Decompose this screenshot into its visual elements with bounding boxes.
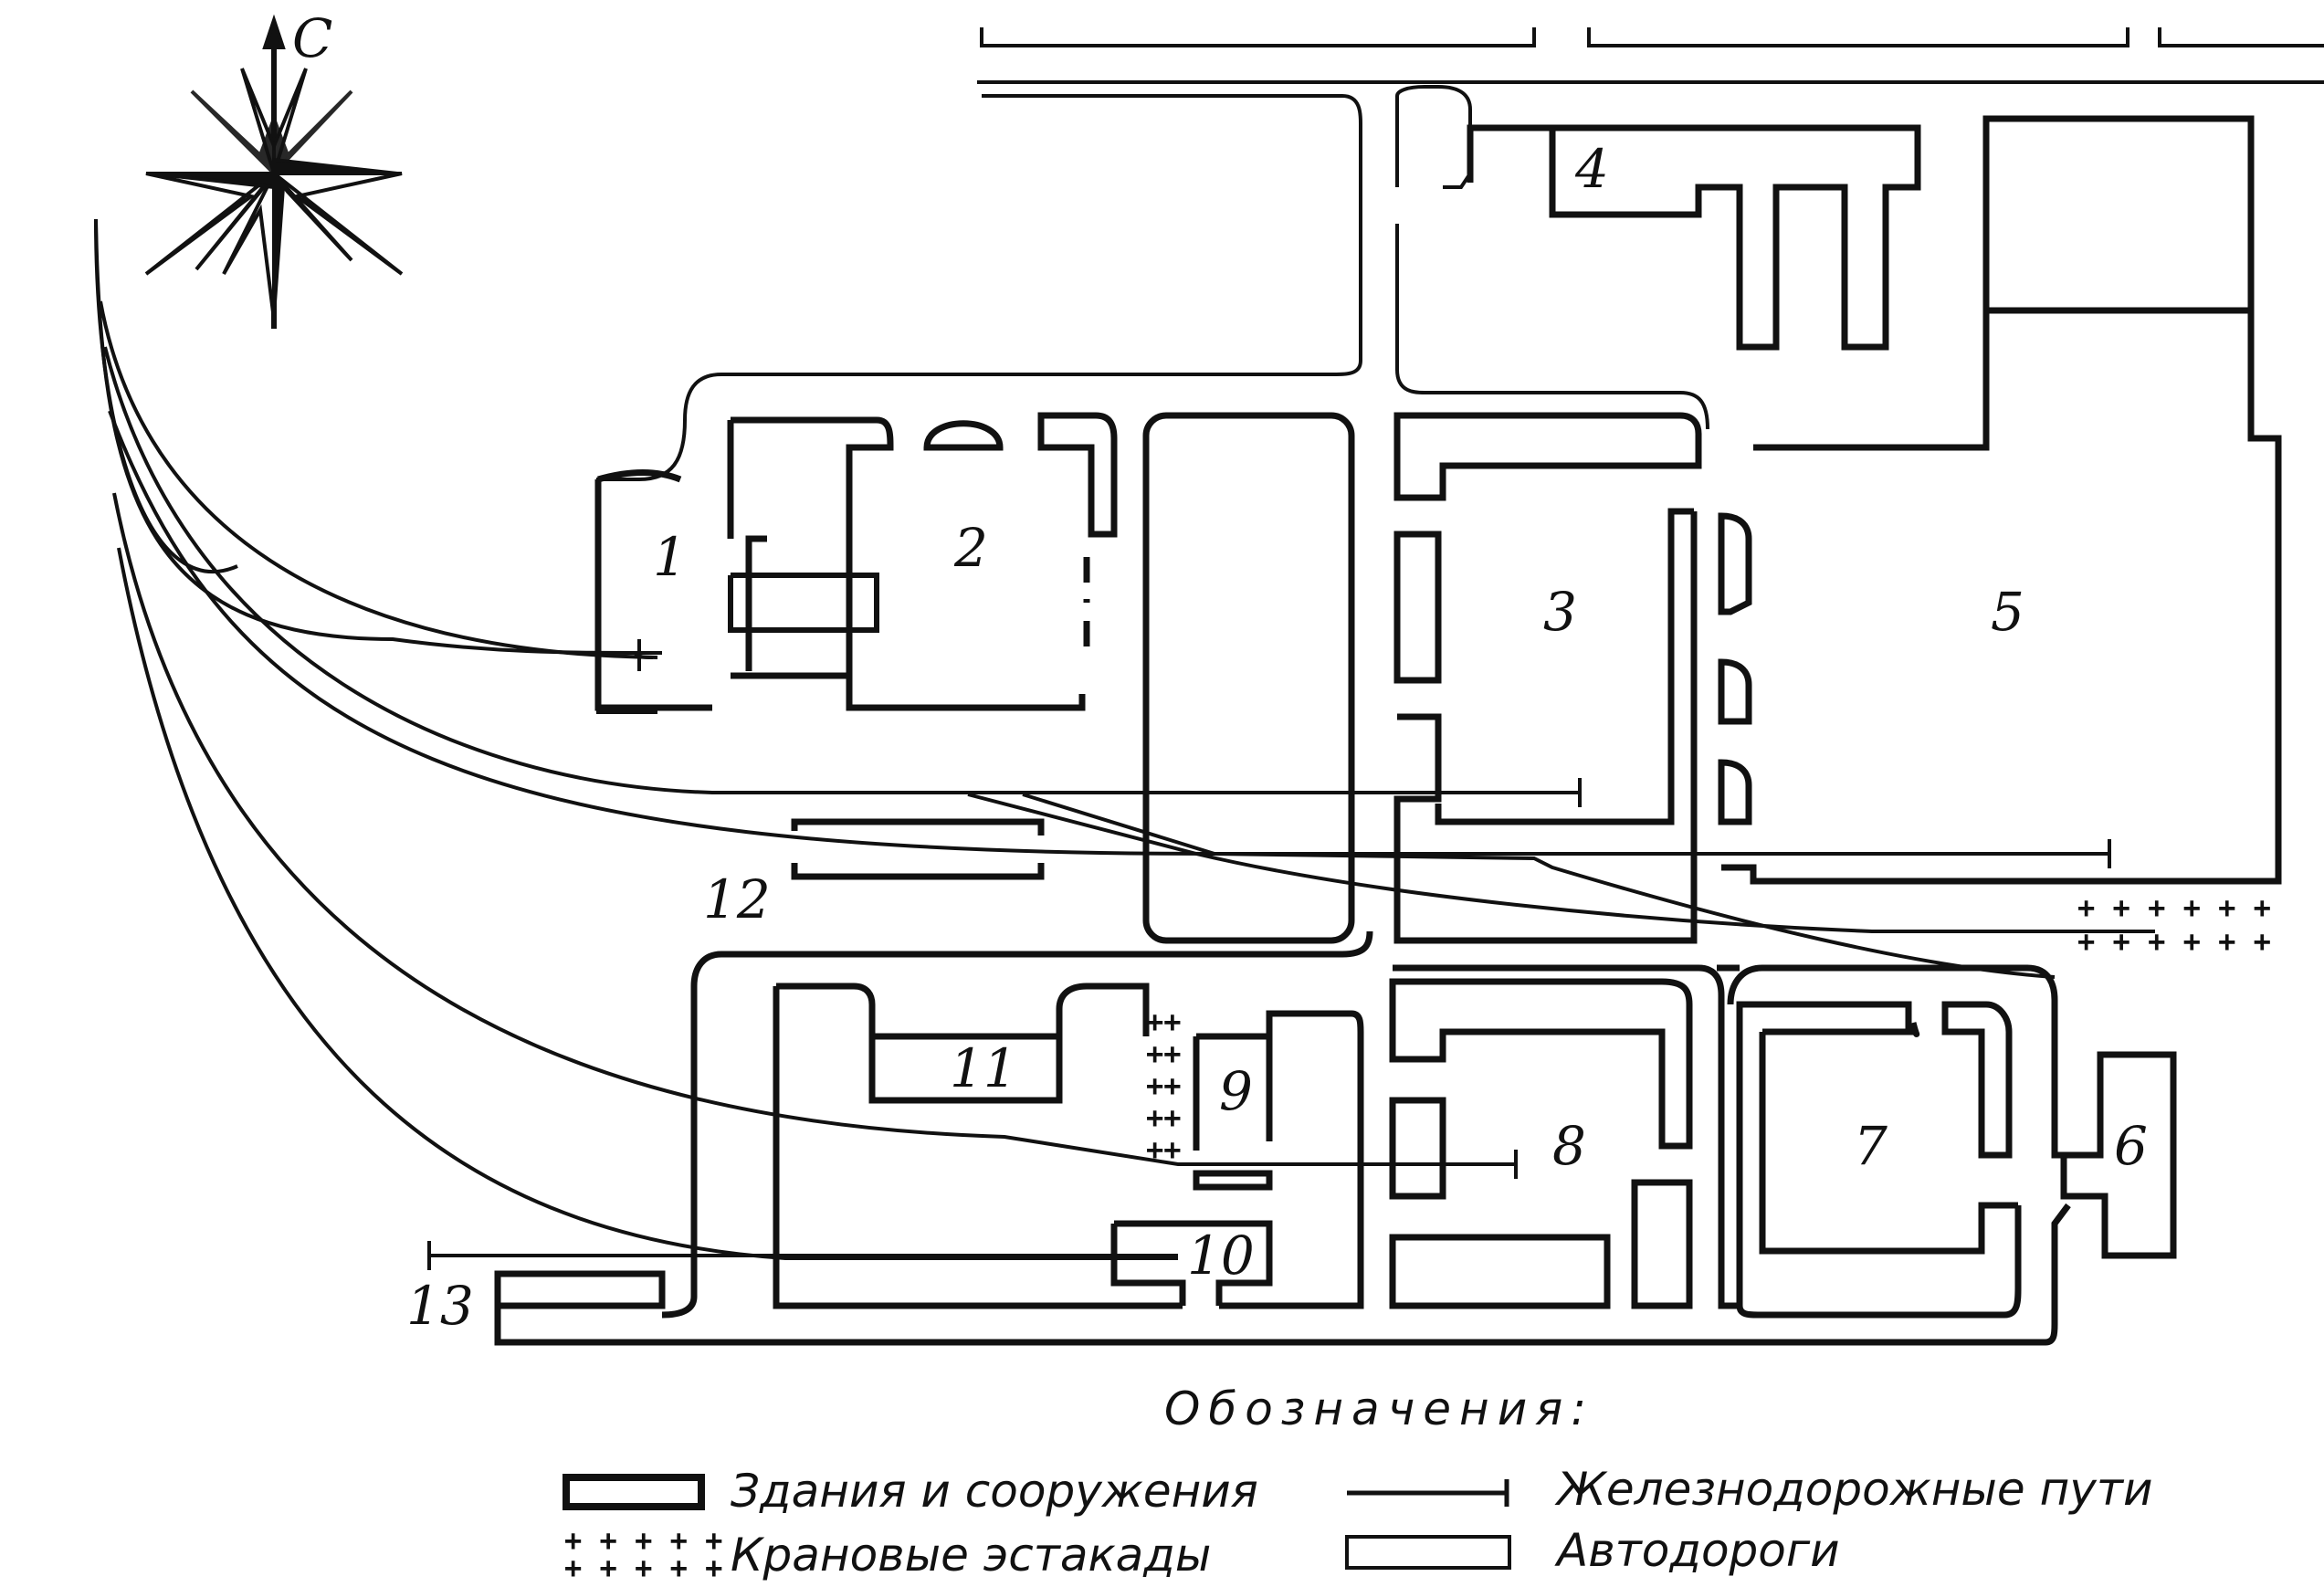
building-labels: 1 2 3 4 5 6 7 8 9 10 11 12 13 — [406, 138, 2148, 1337]
building-7 — [1736, 1001, 2018, 1255]
legend: Обозначения: Здания и сооружения + + + +… — [563, 1382, 2152, 1585]
railway-to-3 — [103, 346, 1582, 807]
legend-label-cranes: Крановые эстакады — [731, 1529, 1211, 1582]
legend-label-roads: Автодороги — [1554, 1524, 1840, 1577]
building-5 — [1718, 115, 2282, 885]
building-13 — [494, 1203, 2071, 1346]
crane-symbols-9-5: ++ — [1146, 1132, 1182, 1167]
label-building-11: 11 — [950, 1037, 1017, 1099]
label-building-2: 2 — [953, 517, 988, 579]
label-building-4: 4 — [1574, 138, 1609, 200]
buildings-group — [494, 115, 2282, 1346]
building-1 — [594, 469, 767, 711]
crane-gantry-9: ++ ++ ++ ++ ++ — [1146, 1004, 1182, 1167]
lower-road-frame — [661, 930, 2100, 1319]
compass-north-label: С — [292, 7, 332, 69]
building-12 — [791, 818, 1045, 880]
label-building-10: 10 — [1187, 1224, 1255, 1287]
crane-symbols-9-4: ++ — [1146, 1100, 1182, 1135]
building-4 — [1467, 124, 1921, 351]
label-building-7: 7 — [1854, 1115, 1888, 1177]
label-building-6: 6 — [2114, 1115, 2148, 1177]
crane-symbols-9-2: ++ — [1146, 1036, 1182, 1071]
railway-to-1 — [99, 300, 658, 659]
legend-label-railways: Железнодорожные пути — [1554, 1463, 2152, 1516]
crane-symbols-9-3: ++ — [1146, 1068, 1182, 1103]
compass-rose-icon — [144, 14, 404, 329]
legend-title: Обозначения: — [1164, 1382, 1594, 1435]
legend-label-buildings: Здания и сооружения — [731, 1465, 1258, 1518]
legend-swatch-roads — [1345, 1535, 1511, 1570]
road-block-lower-left — [773, 983, 1364, 1309]
railway-to-5 — [108, 410, 2111, 868]
label-building-13: 13 — [406, 1275, 474, 1337]
label-building-3: 3 — [1543, 581, 1577, 643]
crane-symbols-row-2: + + + + + + — [2077, 924, 2271, 959]
legend-swatch-cranes: + + + + + + + + + + — [564, 1523, 722, 1585]
railway-13 — [427, 1241, 1178, 1270]
label-building-8: 8 — [1552, 1115, 1586, 1177]
svg-text:+ + + + +: + + + + + — [564, 1550, 722, 1585]
legend-swatch-railways — [1347, 1479, 1509, 1507]
label-building-9: 9 — [1219, 1060, 1253, 1122]
roads — [596, 27, 2324, 714]
railway-lower-5 — [967, 793, 2155, 933]
label-building-5: 5 — [1991, 581, 2024, 643]
railway-tracks — [94, 218, 2155, 1270]
crane-gantry-5: + + + + + + + + + + + + — [2077, 890, 2271, 959]
building-10 — [1110, 1220, 1273, 1306]
label-building-12: 12 — [703, 868, 771, 930]
building-8 — [1389, 978, 1693, 1309]
railway-to-10 — [117, 547, 1178, 1260]
railway-to-8 — [112, 492, 1518, 1179]
building-3 — [1393, 412, 1702, 944]
label-building-1: 1 — [653, 526, 687, 588]
crane-symbols-row-1: + + + + + + — [2077, 890, 2271, 925]
crane-symbols-9-1: ++ — [1146, 1004, 1182, 1039]
building-2 — [727, 412, 1118, 711]
road-block-center — [1142, 412, 1355, 944]
legend-swatch-buildings — [563, 1474, 705, 1510]
svg-text:+ + + + +: + + + + + — [564, 1523, 722, 1558]
building-11 — [868, 1033, 1063, 1104]
